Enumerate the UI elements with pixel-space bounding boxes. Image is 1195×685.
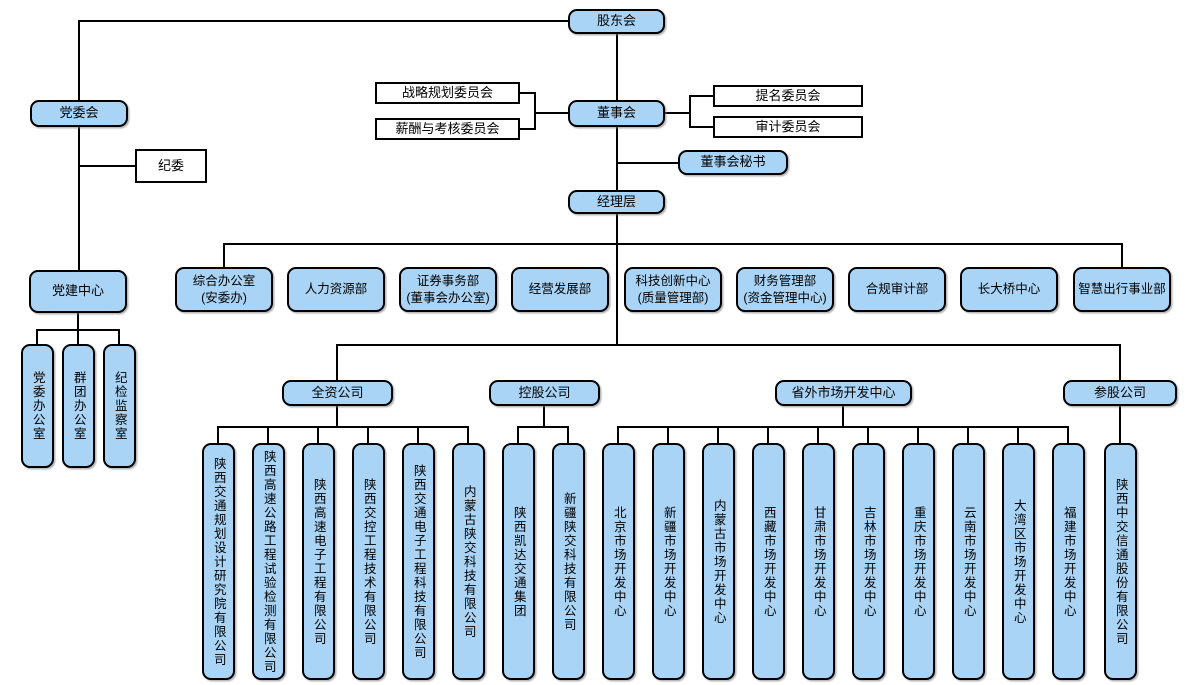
node-company: 陕西交通规划设计研究院有限公司 [202,443,235,680]
node-company: 新疆陕交科技有限公司 [552,443,585,680]
dept-label: 科技创新中心 [635,274,711,289]
node-company: 内蒙古陕交科技有限公司 [452,443,485,680]
node-market-center: 云南市场开发中心 [952,443,985,680]
node-dept-tech-innovation-center: 科技创新中心 (质量管理部) [624,267,722,312]
node-company: 陕西凯达交通集团 [502,443,535,680]
node-market-center: 重庆市场开发中心 [902,443,935,680]
node-dept-general-office: 综合办公室 (安委办) [175,267,273,312]
node-discipline-inspection-office: 纪检监察室 [103,344,136,468]
node-nomination-committee: 提名委员会 [713,85,863,107]
node-company: 陕西中交信通股份有限公司 [1104,443,1137,680]
node-group-holding: 控股公司 [489,380,600,406]
node-market-center: 内蒙古市场开发中心 [702,443,735,680]
node-market-center: 甘肃市场开发中心 [802,443,835,680]
node-board-secretary: 董事会秘书 [678,150,788,175]
node-dept-human-resources: 人力资源部 [287,267,385,312]
dept-label: 财务管理部 [753,274,817,289]
node-group-wholly-owned: 全资公司 [282,380,393,406]
node-strategy-planning-committee: 战略规划委员会 [375,82,520,104]
node-shareholders: 股东会 [568,9,665,34]
node-dept-business-development: 经营发展部 [511,267,609,312]
node-party-committee: 党委会 [30,100,128,127]
node-company: 陕西高速公路工程试验检测有限公司 [252,443,285,680]
dept-label: 智慧出行事业部 [1078,282,1166,297]
node-dept-compliance-audit: 合规审计部 [848,267,946,312]
node-management-layer: 经理层 [568,190,665,214]
dept-label: 证券事务部 [416,274,480,289]
dept-label: 长大桥中心 [977,282,1041,297]
node-board: 董事会 [568,100,665,127]
node-dept-finance-management: 财务管理部 (资金管理中心) [736,267,834,312]
node-group-out-of-province-market: 省外市场开发中心 [775,380,912,406]
node-dept-smart-mobility: 智慧出行事业部 [1073,267,1171,312]
node-mass-org-office: 群团办公室 [62,344,95,468]
node-dept-long-bridge-center: 长大桥中心 [960,267,1058,312]
node-company: 陕西交控工程技术有限公司 [352,443,385,680]
node-audit-committee: 审计委员会 [713,116,863,138]
node-market-center: 吉林市场开发中心 [852,443,885,680]
dept-label: 合规审计部 [865,282,929,297]
dept-label: 经营发展部 [528,282,592,297]
dept-label: 人力资源部 [304,282,368,297]
dept-label: 综合办公室 [192,274,256,289]
dept-sublabel: (安委办) [201,290,247,305]
node-party-office: 党委办公室 [21,344,54,468]
node-market-center: 大湾区市场开发中心 [1002,443,1035,680]
dept-sublabel: (质量管理部) [637,290,709,305]
dept-sublabel: (资金管理中心) [743,290,827,305]
node-discipline-committee: 纪委 [135,149,207,183]
node-market-center: 北京市场开发中心 [602,443,635,680]
node-market-center: 西藏市场开发中心 [752,443,785,680]
dept-sublabel: (董事会办公室) [406,290,490,305]
node-market-center: 福建市场开发中心 [1052,443,1085,680]
node-dept-securities-affairs: 证券事务部 (董事会办公室) [399,267,497,312]
node-party-building-center: 党建中心 [29,270,127,313]
node-market-center: 新疆市场开发中心 [652,443,685,680]
node-group-equity-participation: 参股公司 [1063,380,1177,406]
node-company: 陕西交通电子工程科技有限公司 [402,443,435,680]
node-company: 陕西高速电子工程有限公司 [302,443,335,680]
node-compensation-appraisal-committee: 薪酬与考核委员会 [375,118,520,140]
